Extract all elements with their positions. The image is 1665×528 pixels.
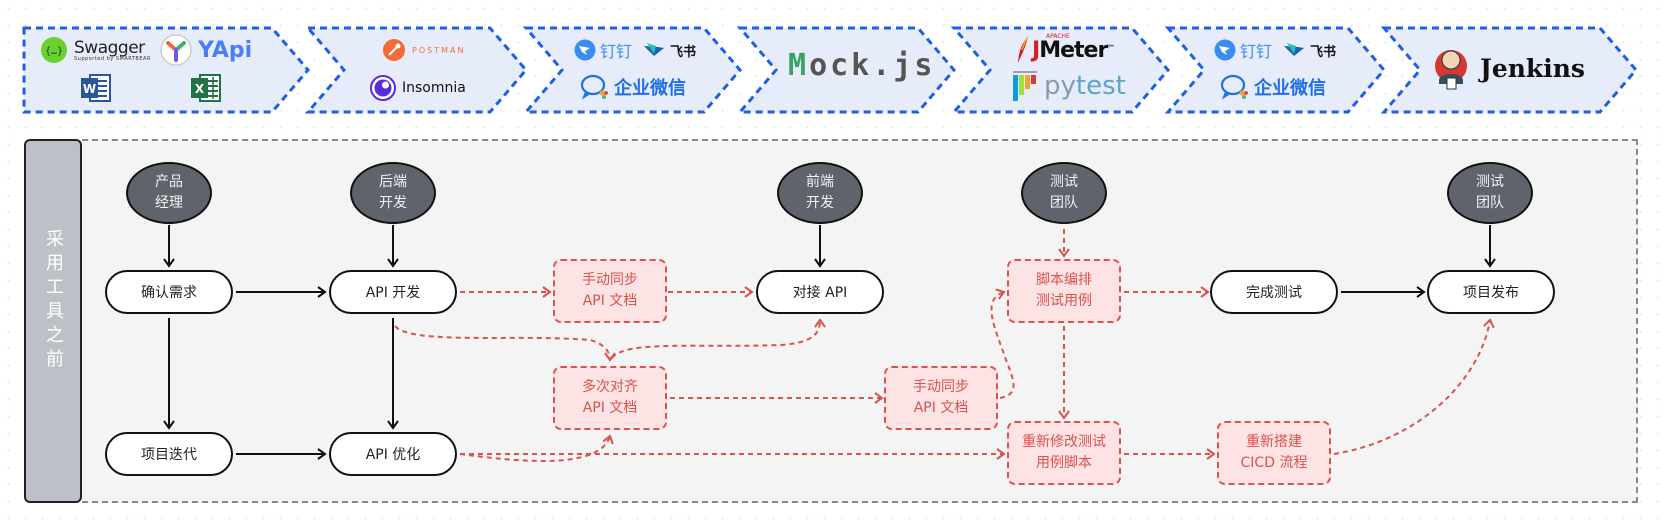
swagger-icon: {…} <box>41 37 67 63</box>
step-api-development: API 开发 <box>329 270 457 314</box>
swagger-logo: {…} Swagger Supported by SMARTBEAR <box>40 36 151 64</box>
role-frontend-dev: 前端 开发 <box>777 162 863 224</box>
chevron-stage-2 <box>304 26 528 114</box>
pytest-name: pytest <box>1044 71 1126 101</box>
excel-icon: X <box>191 74 221 102</box>
step-project-iteration: 项目迭代 <box>105 432 233 476</box>
wecom-logo-1: 企业微信 <box>580 74 686 100</box>
dingtalk-icon <box>1214 39 1236 61</box>
pytest-icon <box>1013 71 1037 101</box>
feishu-name: 飞书 <box>670 44 697 60</box>
yapi-logo: YApi <box>160 34 252 66</box>
pain-script-test-cases: 脚本编排 测试用例 <box>1007 259 1121 323</box>
role-qa-team: 测试 团队 <box>1021 162 1107 224</box>
swimlane-title: 采用工具之前 <box>43 229 64 373</box>
wecom-icon <box>580 74 608 100</box>
dingtalk-icon <box>574 39 596 61</box>
jenkins-name: Jenkins <box>1480 53 1585 83</box>
pain-rebuild-cicd: 重新搭建 CICD 流程 <box>1217 421 1331 485</box>
chevron-stage-5 <box>950 26 1170 114</box>
jenkins-logo: Jenkins <box>1434 46 1585 90</box>
jmeter-tm: ™ <box>1107 43 1116 53</box>
wecom-logo-2: 企业微信 <box>1220 74 1326 100</box>
step-integrate-api: 对接 API <box>756 270 884 314</box>
word-icon: W <box>81 74 111 102</box>
dingtalk-feishu-row-2: 钉钉 飞书 <box>1214 38 1336 62</box>
postman-name: POSTMAN <box>412 45 466 55</box>
swimlane-header: 采用工具之前 <box>24 139 82 503</box>
mockjs-name-rest: ock.js <box>809 48 936 83</box>
role-product-manager: 产品 经理 <box>126 162 212 224</box>
arrow-apiopt-to-align <box>459 434 614 462</box>
feishu-name: 飞书 <box>1310 44 1337 60</box>
insomnia-name: Insomnia <box>402 80 466 96</box>
feishu-icon <box>1284 43 1305 56</box>
insomnia-logo: Insomnia <box>370 75 466 101</box>
role-backend-dev: 后端 开发 <box>350 162 436 224</box>
postman-icon <box>383 39 405 61</box>
step-project-release: 项目发布 <box>1427 270 1555 314</box>
svg-text:{…}: {…} <box>45 46 63 57</box>
swagger-subtitle: Supported by SMARTBEAR <box>74 56 151 62</box>
jmeter-logo: APACHE JMeter™ <box>1016 32 1116 64</box>
jmeter-prefix: APACHE <box>1046 32 1070 40</box>
arrow-cicd-to-release <box>1333 318 1495 455</box>
dingtalk-feishu-row-1: 钉钉 飞书 <box>574 38 696 62</box>
yapi-icon <box>160 34 192 66</box>
arrow-sync2-to-script <box>990 288 1015 399</box>
postman-logo: POSTMAN <box>382 38 465 62</box>
chevron-stage-4 <box>736 26 956 114</box>
svg-text:X: X <box>195 82 205 96</box>
arrow-apidev-to-align <box>394 325 616 362</box>
pain-rewrite-test-scripts: 重新修改测试 用例脚本 <box>1007 421 1121 485</box>
jenkins-icon <box>1435 50 1467 90</box>
feishu-icon <box>644 43 665 56</box>
wecom-icon <box>1220 74 1248 100</box>
pain-manual-sync-doc-1: 手动同步 API 文档 <box>553 259 667 323</box>
mockjs-logo: Mock.js <box>788 48 935 83</box>
pain-manual-sync-doc-2: 手动同步 API 文档 <box>884 366 998 430</box>
wecom-name: 企业微信 <box>1254 78 1326 99</box>
pain-align-doc: 多次对齐 API 文档 <box>553 366 667 430</box>
jmeter-feather-icon <box>1018 36 1029 63</box>
swagger-name: Swagger <box>74 38 145 58</box>
arrow-align-to-integrate <box>611 318 826 359</box>
step-confirm-requirements: 确认需求 <box>105 270 233 314</box>
wecom-name: 企业微信 <box>614 78 686 99</box>
step-finish-testing: 完成测试 <box>1210 270 1338 314</box>
jmeter-name: JMeter <box>1032 37 1108 63</box>
step-api-optimization: API 优化 <box>329 432 457 476</box>
yapi-name: YApi <box>198 37 253 63</box>
insomnia-icon <box>370 75 396 101</box>
role-qa-team-release: 测试 团队 <box>1447 162 1533 224</box>
dingtalk-name: 钉钉 <box>1240 42 1273 61</box>
pytest-logo: pytest <box>1012 70 1126 102</box>
dingtalk-name: 钉钉 <box>600 42 633 61</box>
mockjs-name-first: M <box>788 48 810 83</box>
svg-text:W: W <box>83 82 96 96</box>
chevron-stage-7 <box>1380 26 1638 114</box>
